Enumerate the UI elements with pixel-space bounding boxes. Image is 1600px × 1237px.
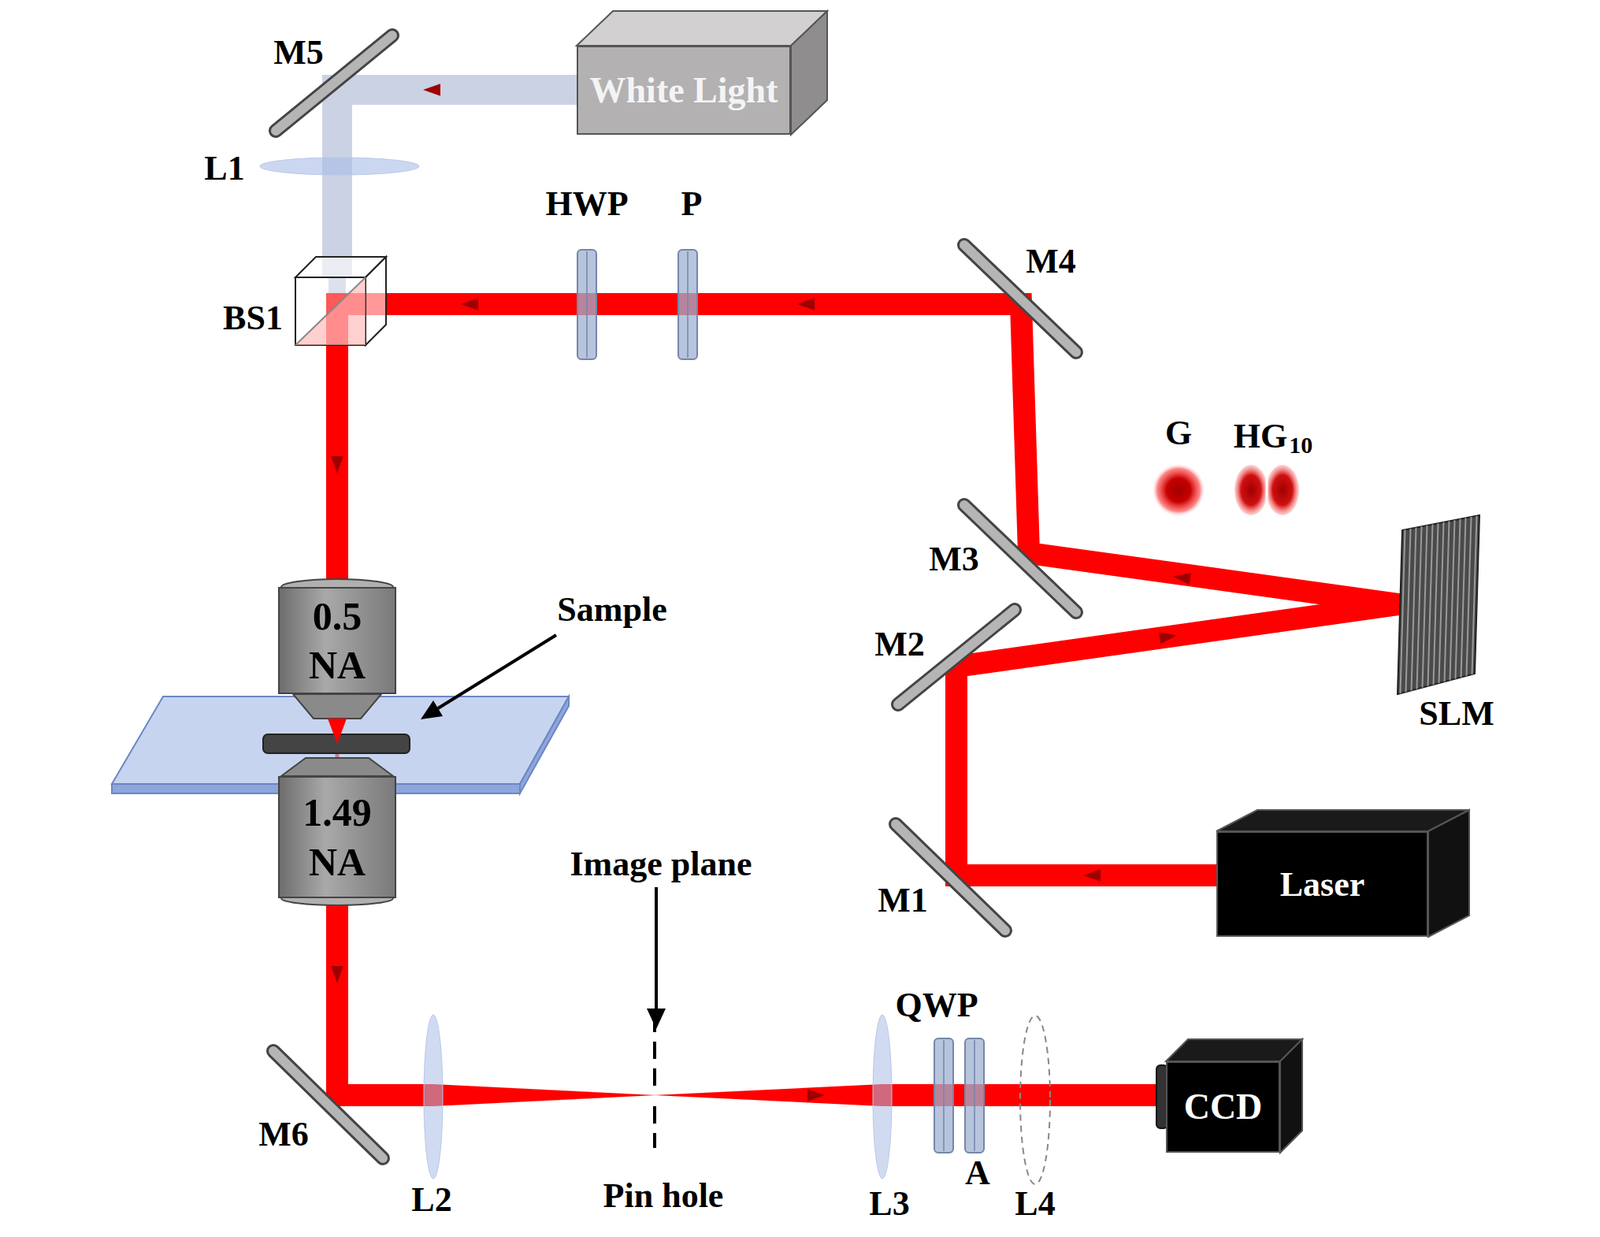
node-label: White Light bbox=[590, 67, 779, 114]
box-top bbox=[1216, 809, 1470, 832]
light-source-box: White Light bbox=[576, 45, 791, 135]
slm-stripe bbox=[1439, 522, 1445, 684]
slm-stripe bbox=[1472, 516, 1478, 675]
laser-box: Laser bbox=[1216, 831, 1429, 937]
slm-stripes bbox=[1400, 516, 1478, 694]
part-label: QWP bbox=[894, 986, 978, 1025]
part-label: BS1 bbox=[222, 299, 283, 338]
beam-direction bbox=[330, 456, 343, 474]
beam-focus bbox=[433, 1083, 655, 1107]
lens bbox=[423, 1014, 443, 1179]
part-label: M4 bbox=[1025, 242, 1077, 281]
hg-lobe bbox=[1234, 464, 1268, 516]
slm-stripe bbox=[1433, 523, 1439, 685]
slm-stripe bbox=[1428, 524, 1433, 687]
coverslip-edge bbox=[519, 696, 569, 794]
lens bbox=[259, 157, 420, 175]
slm-stripe bbox=[1455, 519, 1461, 680]
beam-direction bbox=[423, 83, 441, 96]
part-label: Sample bbox=[556, 590, 667, 629]
pinhole-aperture bbox=[653, 1106, 657, 1148]
slm-panel bbox=[1397, 515, 1480, 695]
lens bbox=[872, 1014, 892, 1179]
leader-arrow bbox=[438, 634, 557, 709]
slm-stripe bbox=[1417, 526, 1422, 689]
beam-direction bbox=[797, 297, 815, 310]
beam-segment bbox=[337, 898, 434, 1096]
part-label: L3 bbox=[868, 1184, 910, 1223]
hg-node-line bbox=[1265, 466, 1269, 514]
beam-segment bbox=[882, 1083, 1166, 1107]
beam-segment bbox=[337, 89, 577, 278]
beam-direction bbox=[1173, 572, 1192, 585]
slm-stripe bbox=[1450, 519, 1456, 680]
beam-splitter bbox=[295, 256, 387, 346]
slm-stripe bbox=[1422, 525, 1428, 688]
objective-lens: 1.49 NA bbox=[278, 775, 397, 899]
part-label: M6 bbox=[258, 1115, 309, 1154]
leader-arrow bbox=[654, 887, 658, 1012]
beam-direction bbox=[807, 1088, 825, 1101]
part-label: M5 bbox=[273, 33, 324, 72]
part-label: G bbox=[1165, 414, 1192, 453]
box-side bbox=[1428, 809, 1470, 937]
beam-focus bbox=[433, 1083, 883, 1107]
lens bbox=[1020, 1015, 1051, 1185]
beam-direction bbox=[1158, 631, 1177, 644]
part-label: HWP bbox=[545, 185, 628, 223]
objective-tip bbox=[293, 694, 382, 719]
part-label: M1 bbox=[877, 881, 929, 920]
part-label: 10 bbox=[1288, 431, 1313, 458]
box-top bbox=[1165, 1039, 1303, 1062]
part-label: M2 bbox=[874, 625, 925, 664]
box-side bbox=[790, 11, 828, 135]
laser-beam bbox=[330, 898, 1166, 1107]
mirror bbox=[273, 35, 1077, 1159]
node-label: 1.49 NA bbox=[279, 787, 395, 887]
beam-focus bbox=[654, 1083, 883, 1107]
slm-stripe bbox=[1444, 520, 1450, 682]
beam-direction bbox=[1083, 868, 1101, 881]
node-label: 0.5 NA bbox=[279, 591, 395, 691]
part-label: SLM bbox=[1418, 694, 1494, 733]
arrowhead bbox=[646, 1008, 666, 1029]
part-label: P bbox=[681, 185, 703, 223]
camera-box: CCD bbox=[1165, 1061, 1281, 1153]
arrowhead bbox=[420, 700, 443, 720]
slm-stripe bbox=[1411, 527, 1417, 691]
slm-stripe bbox=[1461, 517, 1467, 677]
slm-stripe bbox=[1466, 516, 1472, 676]
beam-direction bbox=[460, 297, 479, 310]
part-label: Pin hole bbox=[603, 1176, 724, 1215]
beam-direction bbox=[330, 965, 343, 984]
part-label: M3 bbox=[928, 540, 980, 579]
focus-cone bbox=[327, 718, 347, 744]
node-label: CCD bbox=[1184, 1083, 1263, 1130]
part-label: L1 bbox=[204, 149, 245, 188]
wave-plate bbox=[577, 249, 984, 1153]
part-label: A bbox=[965, 1154, 991, 1192]
part-label: HG bbox=[1233, 417, 1288, 456]
node-label: Laser bbox=[1280, 862, 1366, 906]
part-label: Image plane bbox=[570, 845, 753, 884]
objective-lens: 0.5 NA bbox=[278, 586, 397, 695]
slm-stripe bbox=[1400, 529, 1406, 694]
slm-stripe bbox=[1406, 528, 1411, 692]
part-label: L2 bbox=[411, 1180, 452, 1219]
hg-lobe bbox=[1265, 464, 1300, 516]
box-top bbox=[576, 11, 828, 46]
gaussian-profile bbox=[1151, 463, 1206, 517]
part-label: L4 bbox=[1014, 1184, 1055, 1223]
objective-tip bbox=[281, 757, 394, 776]
box-side bbox=[1280, 1039, 1303, 1153]
